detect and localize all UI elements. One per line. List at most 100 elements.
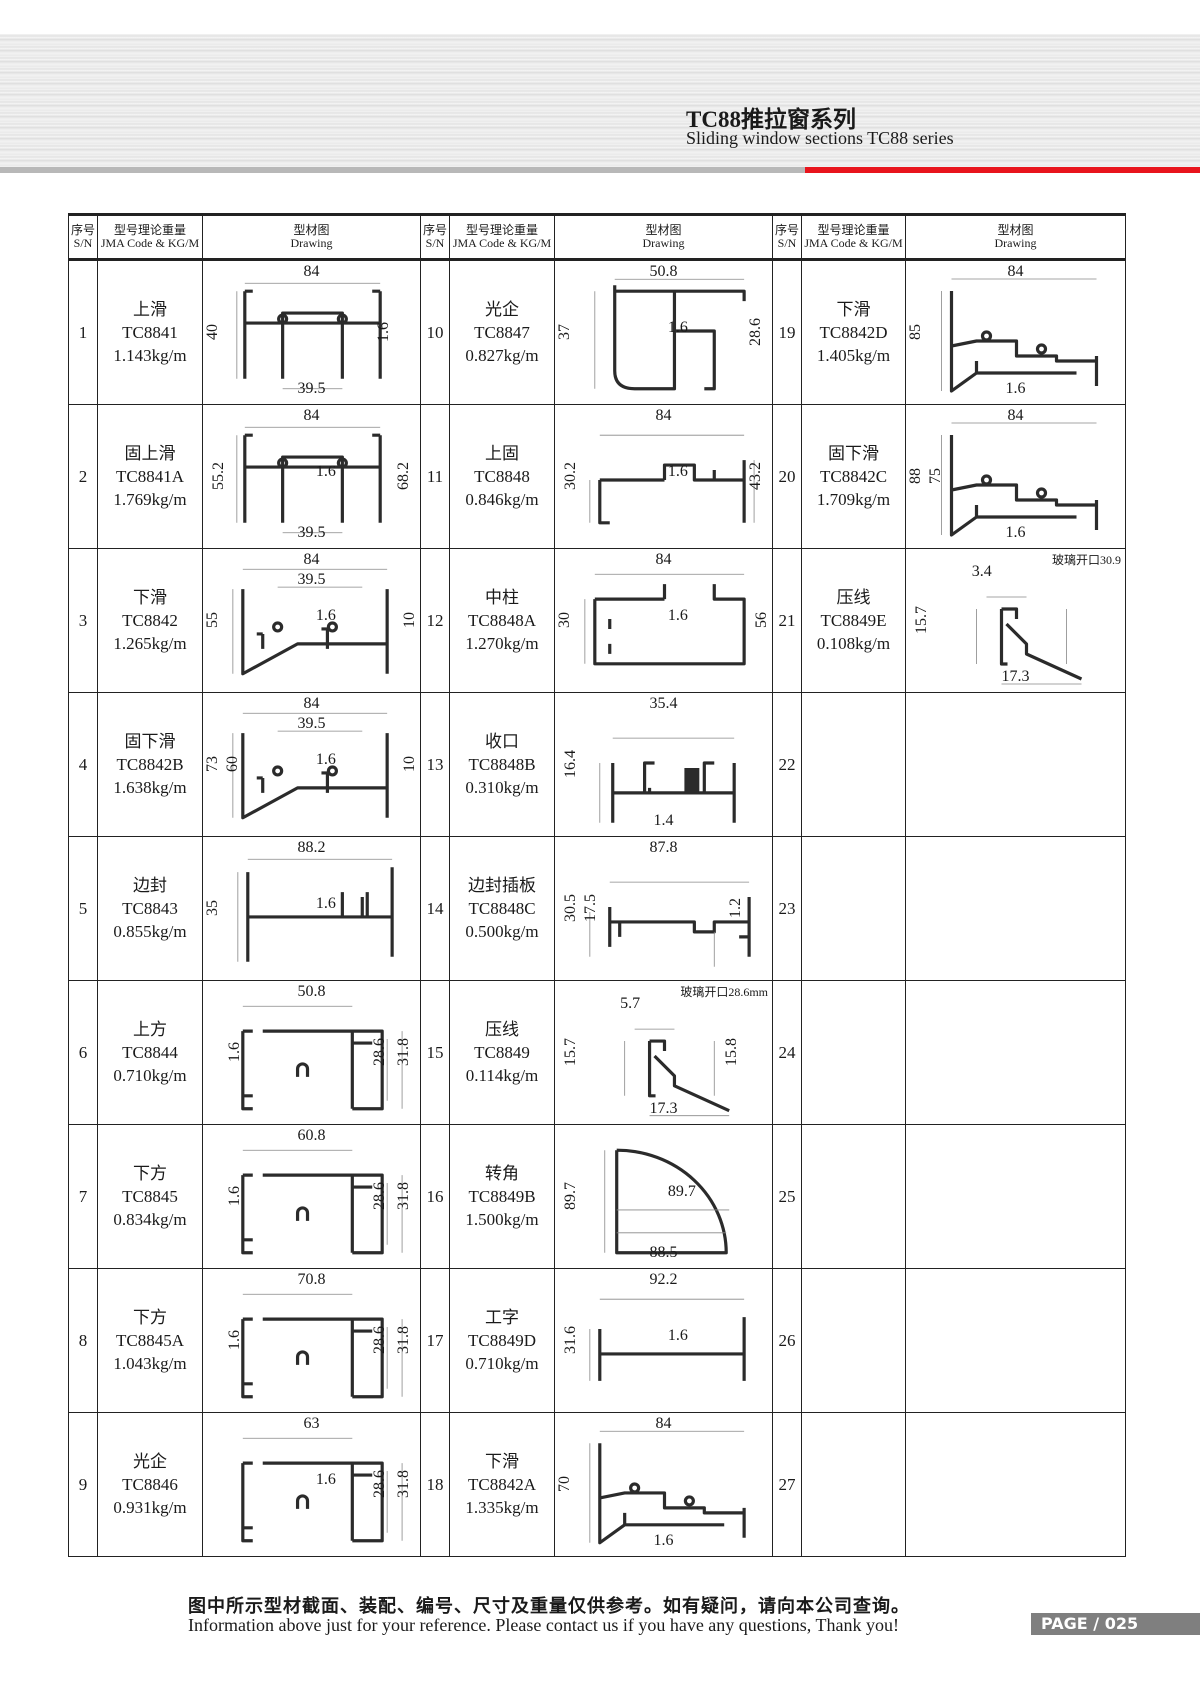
dimension-label-inner: 1.6 [315, 1471, 336, 1488]
profile-weight: 1.769kg/m [113, 490, 187, 509]
dimension-label-left2: 1.6 [226, 1042, 243, 1062]
dimension-label-top: 50.8 [649, 263, 678, 280]
dimension-label-right: 28.6 [371, 1470, 388, 1498]
serial-number: 15 [420, 980, 450, 1125]
dimension-label-left: 37 [556, 324, 573, 340]
profile-weight: 1.043kg/m [113, 1354, 187, 1373]
header-drawing-en: Drawing [290, 236, 333, 250]
page-subtitle: Sliding window sections TC88 series [686, 128, 954, 148]
profile-code: TC8848B [468, 755, 536, 774]
profile-code: TC8842 [122, 611, 178, 630]
profile-code: TC8843 [122, 899, 178, 918]
page-title: TC88推拉窗系列 [686, 107, 856, 132]
dimension-label-left: 35 [204, 900, 221, 916]
profile-name: 下方 [133, 1164, 167, 1183]
profile-code-cell [801, 836, 906, 981]
serial-number: 9 [68, 1412, 98, 1557]
dimension-label-right2: 31.8 [395, 1182, 412, 1210]
dimension-label-left: 88 [907, 468, 924, 484]
profile-code: TC8841 [122, 323, 178, 342]
profile-code: TC8847 [474, 323, 530, 342]
dimension-label-top: 50.8 [297, 983, 326, 1000]
profile-name: 压线 [836, 588, 871, 607]
header-sn-cn: 序号 [70, 223, 95, 237]
dimension-label-left2: 1.6 [226, 1186, 243, 1206]
header-sn-en: S/N [73, 236, 93, 250]
serial-number: 17 [420, 1268, 450, 1413]
dimension-label-top: 35.4 [649, 695, 678, 712]
header-code-en: JMA Code & KG/M [100, 236, 200, 250]
profile-section-drawing [589, 1430, 746, 1545]
profile-code: TC8846 [122, 1475, 178, 1494]
profile-code-cell [801, 1412, 906, 1557]
profile-code: TC8844 [122, 1043, 178, 1062]
profile-code-cell [801, 1124, 906, 1269]
profile-weight: 1.335kg/m [465, 1498, 539, 1517]
serial-number: 23 [772, 836, 802, 981]
serial-number: 19 [772, 259, 802, 405]
profile-code: TC8848C [468, 899, 536, 918]
serial-number: 16 [420, 1124, 450, 1269]
serial-number: 12 [420, 548, 450, 693]
dimension-label-top: 84 [655, 1415, 672, 1432]
header-accent-bar [805, 167, 1200, 173]
dimension-label-right: 28.6 [371, 1326, 388, 1354]
dimension-label-top: 84 [303, 407, 320, 424]
profile-code: TC8842D [819, 323, 888, 342]
dimension-label-top: 87.8 [649, 839, 678, 856]
profile-weight: 1.265kg/m [113, 634, 187, 653]
profile-name: 上方 [133, 1020, 167, 1039]
profile-weight: 1.500kg/m [465, 1210, 539, 1229]
profile-weight: 0.114kg/m [465, 1066, 539, 1085]
dimension-label-right2: 31.8 [395, 1470, 412, 1498]
header-drawing-cn: 型材图 [997, 223, 1034, 237]
serial-number: 21 [772, 548, 802, 693]
profile-drawing-cell [905, 980, 1126, 1125]
dimension-label-small: 5.7 [620, 995, 641, 1012]
dimension-label-right2: 31.8 [395, 1326, 412, 1354]
profile-code: TC8849B [468, 1187, 536, 1206]
profile-name: 边封插板 [468, 876, 536, 895]
profile-name: 光企 [485, 300, 519, 319]
dimension-label-bottom: 88.5 [649, 1244, 678, 1261]
profile-section-drawing [589, 434, 755, 525]
profile-drawing-cell [905, 692, 1126, 837]
dimension-label-left: 70 [556, 1476, 573, 1492]
serial-number: 11 [420, 404, 450, 549]
dimension-label-left: 40 [204, 324, 221, 340]
dimension-label-left: 30.2 [562, 462, 579, 490]
header-code-cn: 型号理论重量 [113, 223, 186, 237]
profile-weight: 0.827kg/m [465, 346, 539, 365]
dimension-label-bottom: 1.4 [653, 812, 674, 829]
dimension-label-bottom: 17.3 [649, 1100, 678, 1117]
profile-weight: 0.846kg/m [465, 490, 539, 509]
profile-weight: 0.834kg/m [113, 1210, 187, 1229]
profile-name: 固上滑 [124, 444, 176, 463]
header-sn-cn: 序号 [774, 223, 799, 237]
dimension-label-top: 84 [303, 695, 320, 712]
profile-weight: 0.931kg/m [113, 1498, 187, 1517]
serial-number: 13 [420, 692, 450, 837]
